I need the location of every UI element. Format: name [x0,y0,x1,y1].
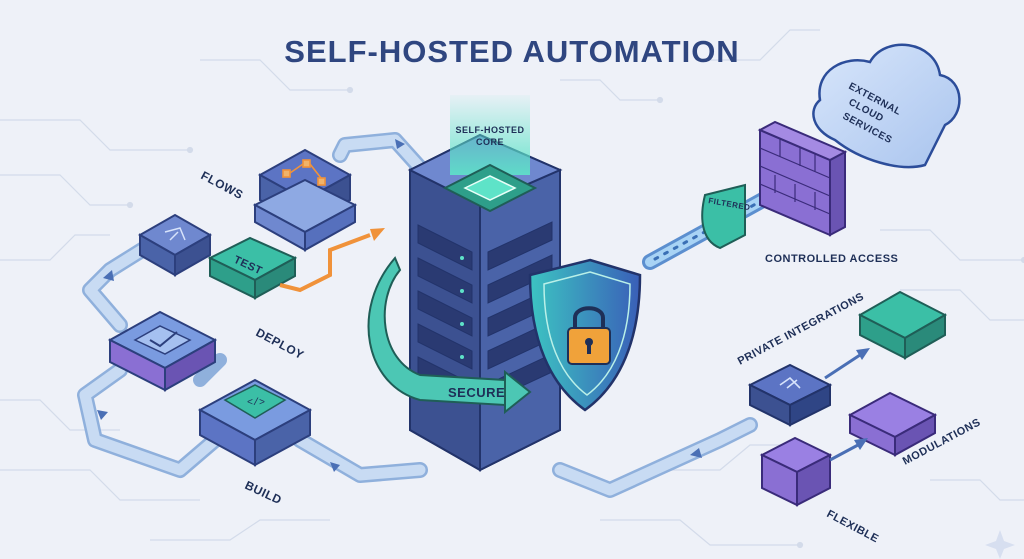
integration-module [747,363,833,427]
private-integrations-label: PRIVATE INTEGRATIONS [736,291,866,368]
controlled-access-label: CONTROLLED ACCESS [765,253,898,265]
core-label-line1: SELF-HOSTED [455,125,524,135]
test-module [207,236,298,300]
external-cloud [812,43,961,169]
flows-label: FLOWS [199,168,246,202]
deploy-module [107,310,218,392]
flexible-module [759,436,833,507]
core-label-line2: CORE [476,137,504,147]
integration-arrow [824,353,861,380]
flexible-label: FLEXIBLE [825,508,881,545]
diagram-title: SELF-HOSTED AUTOMATION [284,34,739,69]
code-icon: </> [247,397,265,409]
circuit-background [0,29,1024,549]
filter-ring [701,183,746,250]
teal-module [857,290,948,360]
brick-wall-icon [759,139,831,215]
padlock-icon [567,306,611,365]
pipe-arrows [97,139,702,472]
pipeline-loop [77,132,758,498]
test-arrow [279,233,371,293]
workflow-module [137,213,213,277]
secure-label: SECURE [448,385,505,400]
integration-arrow-head [856,348,870,360]
deploy-label: DEPLOY [254,325,307,362]
flow-nodes-icon [282,159,326,186]
core-chip [442,163,538,213]
test-arrow-head [370,228,385,241]
build-label: BUILD [243,478,284,507]
flows-module [252,148,358,252]
security-shield [528,258,642,412]
workflow-icon [164,227,186,241]
chip-icon [463,175,517,201]
build-module: </> [197,378,313,467]
sparkle-icon [985,530,1015,559]
flexible-arrow [829,443,859,462]
flexible-arrow-head [854,438,868,450]
secure-arrow [367,256,532,415]
core-glow [450,95,530,175]
cloud-icon [812,43,961,169]
firewall [757,120,848,237]
checkmark-icon [149,331,178,348]
purple-module [847,391,938,457]
link-icon [779,376,801,389]
